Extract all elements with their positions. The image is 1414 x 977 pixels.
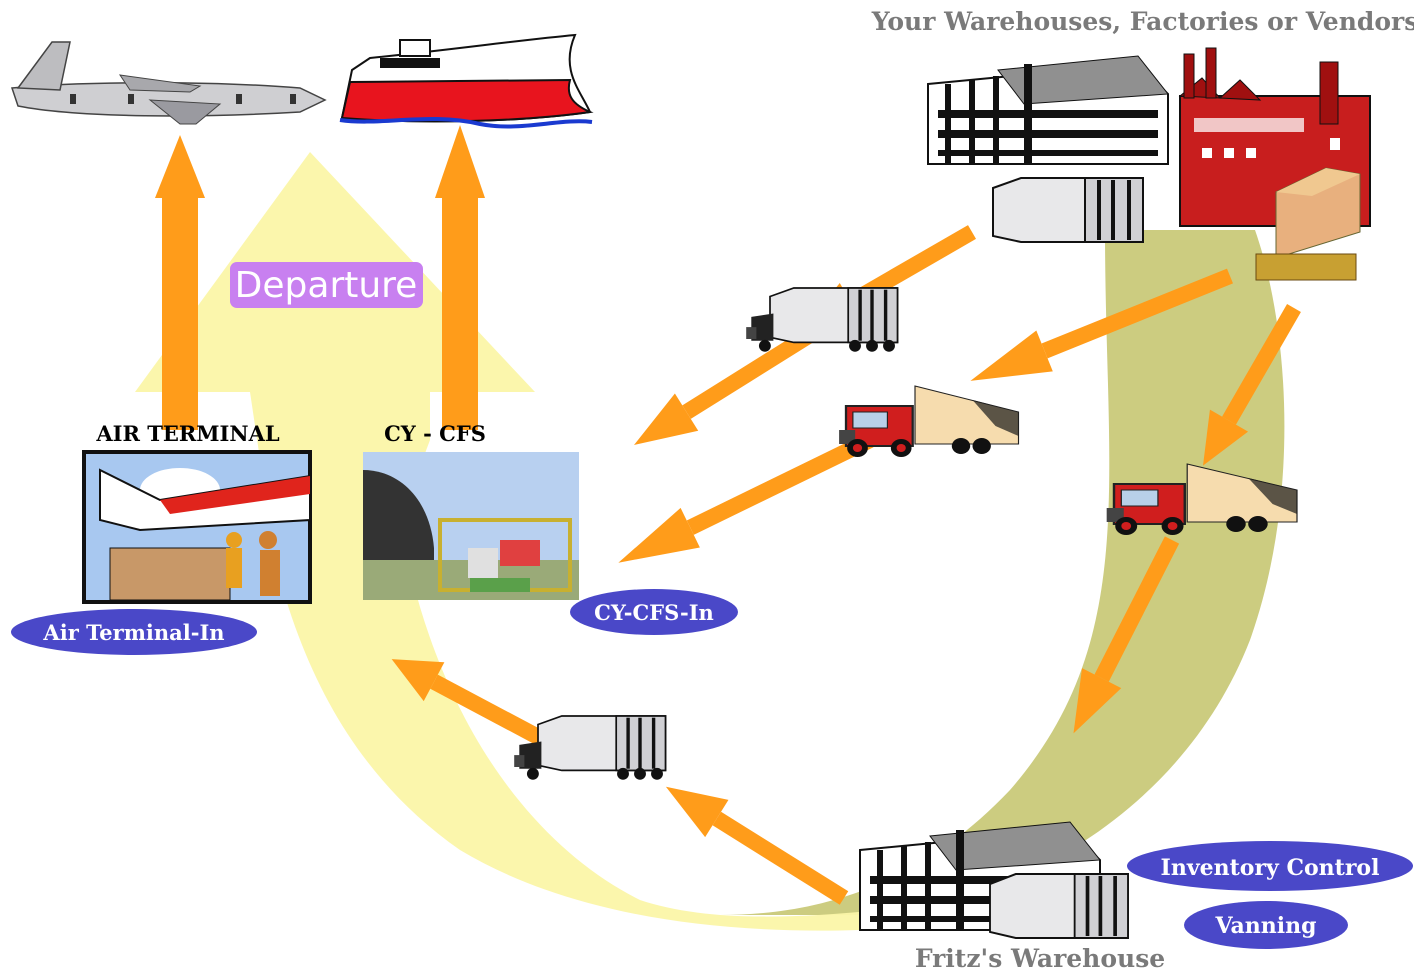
truck-icon bbox=[746, 288, 897, 352]
vendors-title: Your Warehouses, Factories or Vendors bbox=[871, 7, 1414, 36]
cy-cfs-in-oval: CY-CFS-In bbox=[570, 589, 738, 635]
arrow-redtruck-to-cyfs-2 bbox=[608, 420, 880, 583]
departure-badge bbox=[230, 262, 423, 308]
inventory-control-label: Inventory Control bbox=[1161, 855, 1380, 881]
airplane-icon bbox=[10, 41, 327, 125]
sea-departure-arrow bbox=[435, 125, 485, 430]
departure-label: Departure bbox=[235, 265, 418, 306]
olive-flow-band bbox=[720, 230, 1285, 915]
inventory-control-oval: Inventory Control bbox=[1127, 841, 1413, 891]
truck-icon bbox=[514, 716, 665, 780]
air-terminal-in-label: Air Terminal-In bbox=[42, 620, 224, 645]
yellow-flow-band bbox=[135, 152, 880, 931]
port-scene-icon bbox=[363, 452, 579, 600]
vanning-oval: Vanning bbox=[1184, 901, 1348, 949]
cy-cfs-caption: CY - CFS bbox=[384, 421, 486, 446]
container-icon bbox=[991, 176, 1145, 244]
ship-icon bbox=[339, 33, 594, 129]
red-truck-icon bbox=[837, 384, 1020, 459]
warehouse-icon bbox=[928, 56, 1168, 164]
container-icon bbox=[988, 872, 1130, 940]
air-departure-arrow bbox=[155, 135, 205, 430]
air-terminal-in-oval: Air Terminal-In bbox=[11, 609, 257, 655]
cy-cfs-in-label: CY-CFS-In bbox=[594, 600, 714, 625]
vanning-label: Vanning bbox=[1214, 913, 1316, 939]
arrow-fritz-to-truck bbox=[654, 768, 856, 917]
fritz-warehouse-label: Fritz's Warehouse bbox=[915, 944, 1165, 973]
air-terminal-caption: AIR TERMINAL bbox=[95, 421, 280, 446]
cargo-box-icon bbox=[1255, 167, 1361, 281]
air-terminal-scene-icon bbox=[82, 450, 312, 604]
